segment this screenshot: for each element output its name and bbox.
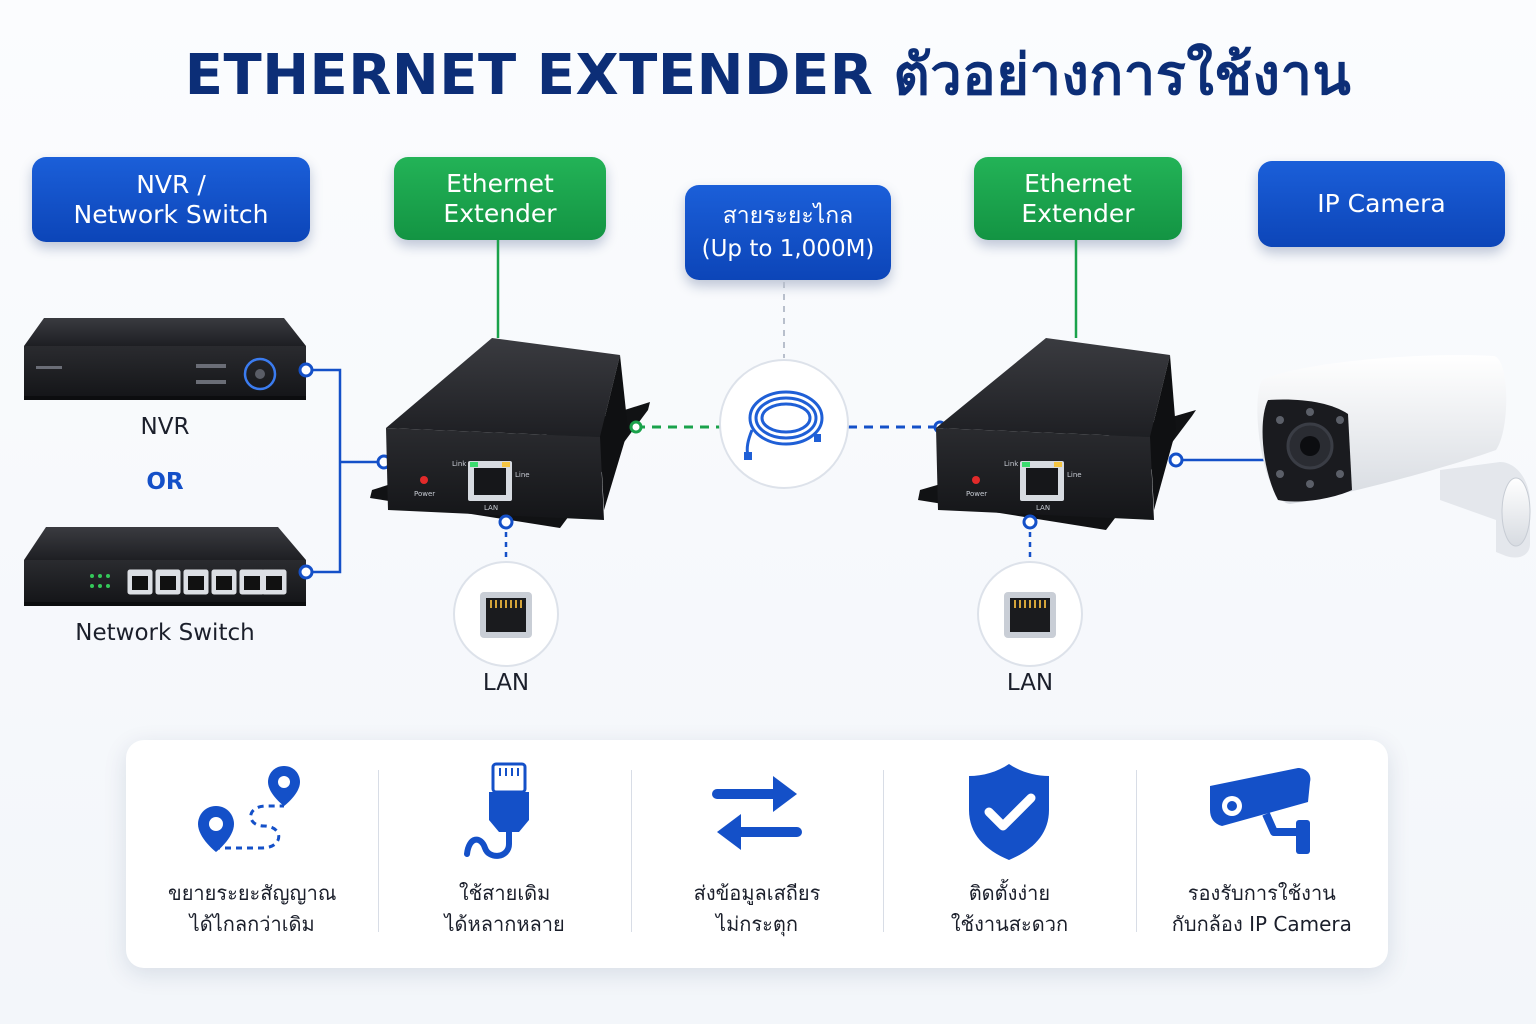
- feature-easy-install: ติดตั้งง่าย ใช้งานสะดวก: [883, 740, 1135, 968]
- feature-use-existing-cable: ใช้สายเดิม ได้หลากหลาย: [378, 740, 630, 968]
- feature-text: รองรับการใช้งาน กับกล้อง IP Camera: [1171, 881, 1352, 936]
- page-title: ETHERNET EXTENDER ตัวอย่างการใช้งาน: [184, 43, 1352, 108]
- transfer-arrows-icon: [712, 776, 803, 850]
- extender-right-lan-label: LAN: [1036, 504, 1050, 512]
- label-extender-left: Ethernet Extender: [394, 157, 606, 240]
- extender-right-power-label: Power: [966, 490, 987, 498]
- caption-network-switch: Network Switch: [75, 620, 255, 646]
- security-camera-icon: [1209, 768, 1311, 854]
- extender-left-lan-label: LAN: [484, 504, 498, 512]
- cable-coil-icon: [719, 359, 849, 489]
- feature-text: ใช้สายเดิม ได้หลากหลาย: [444, 881, 565, 936]
- connection-diagram: Link Line Power LAN: [24, 240, 1531, 667]
- label-ip-camera: IP Camera: [1258, 161, 1505, 247]
- extender-left-link-label: Link: [452, 460, 467, 468]
- lan-port-left-icon: [453, 561, 559, 667]
- feature-panel: ขยายระยะสัญญาณ ได้ไกลกว่าเดิม ใช้สายเดิม…: [126, 740, 1388, 968]
- map-route-icon: [198, 766, 301, 852]
- feature-extend-range: ขยายระยะสัญญาณ ได้ไกลกว่าเดิม: [126, 740, 378, 968]
- feature-text: ขยายระยะสัญญาณ ได้ไกลกว่าเดิม: [168, 881, 337, 936]
- caption-nvr: NVR: [140, 414, 190, 440]
- link-nvr-switch-to-extender: [306, 368, 384, 574]
- label-nvr-switch: NVR / Network Switch: [32, 157, 310, 242]
- extender-right-device: [918, 338, 1196, 530]
- label-long-distance: สายระยะไกล (Up to 1,000M): [685, 185, 891, 280]
- ip-camera-device: [1257, 355, 1531, 558]
- feature-ip-camera-support: รองรับการใช้งาน กับกล้อง IP Camera: [1135, 740, 1388, 968]
- extender-left-power-label: Power: [414, 490, 435, 498]
- feature-text: ส่งข้อมูลเสถียร ไม่กระตุก: [693, 881, 821, 936]
- shield-check-icon: [969, 764, 1050, 860]
- caption-or: OR: [146, 469, 184, 495]
- lan-port-right-icon: [977, 561, 1083, 667]
- caption-lan-right: LAN: [1006, 670, 1054, 696]
- ethernet-cable-icon: [463, 762, 529, 859]
- label-extender-right: Ethernet Extender: [974, 157, 1182, 240]
- network-switch-device: [24, 527, 306, 606]
- extender-left-device: [370, 338, 650, 528]
- nvr-device: [24, 318, 306, 400]
- extender-right-line-label: Line: [1067, 471, 1082, 479]
- feature-text: ติดตั้งง่าย ใช้งานสะดวก: [950, 881, 1069, 936]
- extender-right-link-label: Link: [1004, 460, 1019, 468]
- extender-left-line-label: Line: [515, 471, 530, 479]
- feature-stable-data: ส่งข้อมูลเสถียร ไม่กระตุก: [630, 740, 883, 968]
- caption-lan-left: LAN: [482, 670, 530, 696]
